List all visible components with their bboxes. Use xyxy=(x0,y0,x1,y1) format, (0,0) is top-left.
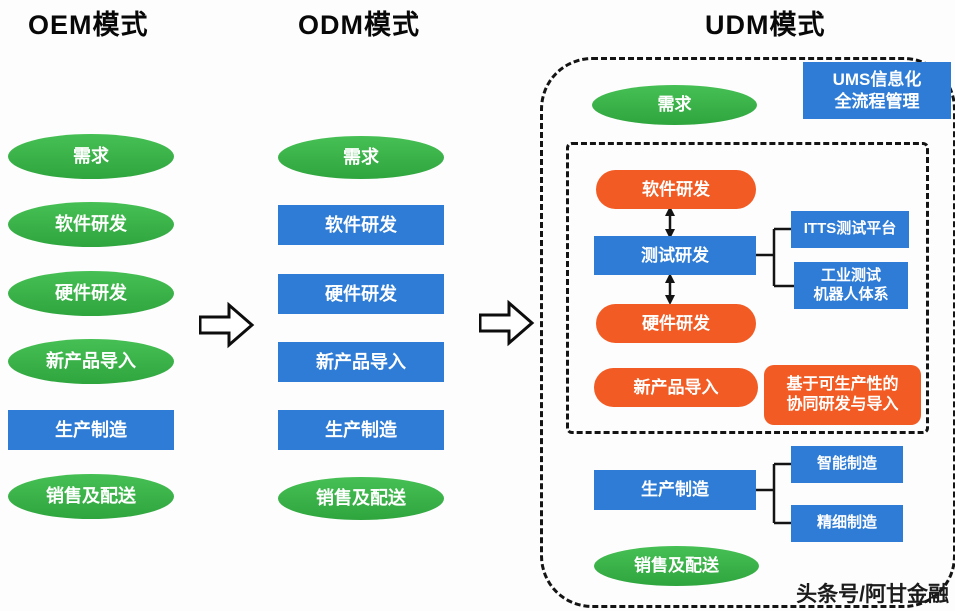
odm-software-rd: 软件研发 xyxy=(278,205,444,245)
udm-npi: 新产品导入 xyxy=(594,368,758,407)
footer-credit: 头条号/阿甘金融 xyxy=(796,583,949,606)
odm-hardware-rd: 硬件研发 xyxy=(278,274,444,314)
udm-hardware-rd: 硬件研发 xyxy=(596,304,756,343)
udm-outer-dashed-frame xyxy=(540,57,955,608)
oem-demand: 需求 xyxy=(8,134,174,179)
udm-software-rd: 软件研发 xyxy=(596,170,756,209)
odm-column-header: ODM模式 xyxy=(298,10,420,40)
udm-manufacturing: 生产制造 xyxy=(594,470,756,510)
udm-column-header: UDM模式 xyxy=(705,10,826,40)
ums-management-badge: UMS信息化 全流程管理 xyxy=(803,62,951,119)
udm-testing-rd: 测试研发 xyxy=(594,236,756,275)
oem-manufacturing: 生产制造 xyxy=(8,410,174,450)
oem-column-header: OEM模式 xyxy=(28,10,149,40)
odm-npi: 新产品导入 xyxy=(278,342,444,382)
odm-demand: 需求 xyxy=(278,136,444,179)
industrial-test-robot-box: 工业测试 机器人体系 xyxy=(794,262,908,309)
collaborative-rd-box: 基于可生产性的 协同研发与导入 xyxy=(764,365,921,425)
oem-hardware-rd: 硬件研发 xyxy=(8,271,174,316)
smart-manufacturing-box: 智能制造 xyxy=(791,446,903,483)
udm-rd-dashed-frame xyxy=(566,142,929,434)
flow-arrow-odm-to-udm xyxy=(479,299,535,347)
odm-manufacturing: 生产制造 xyxy=(278,410,444,450)
fine-manufacturing-box: 精细制造 xyxy=(791,505,903,542)
odm-sales: 销售及配送 xyxy=(278,477,444,520)
udm-sales: 销售及配送 xyxy=(594,546,759,586)
oem-sales: 销售及配送 xyxy=(8,474,174,519)
itts-test-platform-box: ITTS测试平台 xyxy=(791,211,909,248)
oem-software-rd: 软件研发 xyxy=(8,202,174,247)
udm-demand: 需求 xyxy=(592,85,757,125)
flow-arrow-oem-to-odm xyxy=(199,301,255,349)
oem-npi: 新产品导入 xyxy=(8,339,174,384)
